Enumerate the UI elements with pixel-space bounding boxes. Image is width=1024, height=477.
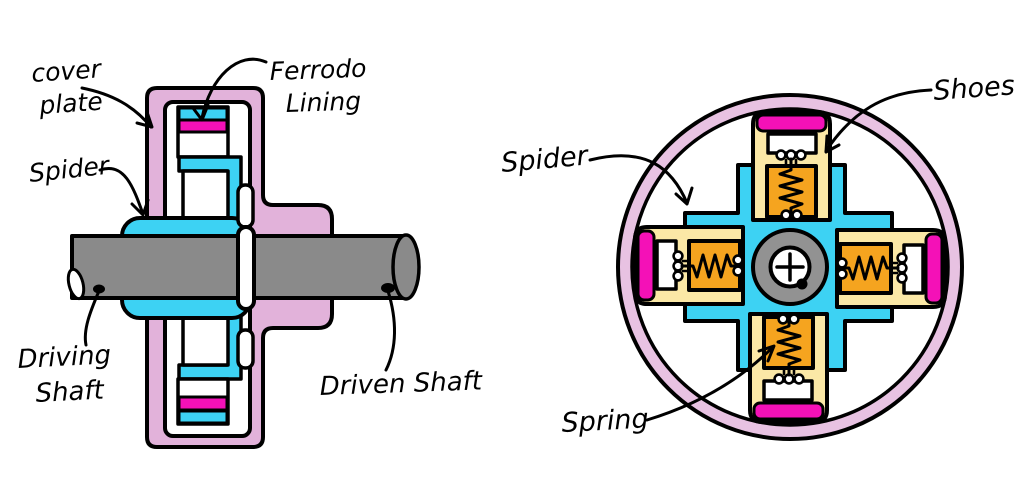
shaft-end-curl: [66, 267, 86, 301]
label-ferrodo-2: Lining: [285, 86, 361, 118]
driven-shaft-end: [391, 233, 421, 301]
shoe-guide-top: [181, 169, 230, 223]
shoe-band-cyan-bottom: [177, 409, 229, 425]
label-shoes: Shoes: [932, 70, 1015, 107]
front-view: Spider Shoes Spring: [500, 70, 1016, 441]
shoe-top: [751, 110, 832, 222]
leader-dot-driving: [93, 284, 105, 294]
hub-center-mark: [775, 252, 805, 282]
leader-driving-shaft: [83, 289, 101, 347]
label-cover-plate-2: plate: [37, 87, 103, 120]
ferrodo-lining-band-bottom: [177, 395, 229, 412]
label-cover-plate-1: cover: [30, 54, 103, 88]
clearance-slot-bottom: [236, 328, 255, 370]
arrow-shoes: [824, 88, 933, 154]
side-view: cover plate Ferrodo Lining Spider Drivin…: [17, 54, 483, 449]
leader-driven-shaft: [384, 289, 396, 372]
shoe-right: [835, 228, 947, 309]
label-driving-shaft-1: Driving: [17, 340, 112, 375]
clearance-slot-top: [236, 183, 255, 229]
label-spring: Spring: [561, 403, 650, 439]
arrow-cover-plate: [80, 86, 154, 129]
label-spider-front: Spider: [500, 140, 591, 179]
hub-key-dot: [796, 278, 808, 290]
key-pin: [236, 225, 256, 311]
label-ferrodo-1: Ferrodo: [269, 54, 367, 86]
ferrodo-lining-band-top: [177, 118, 229, 134]
arrow-spider-side: [98, 166, 150, 217]
arrow-spring: [645, 344, 776, 422]
label-driven-shaft: Driven Shaft: [319, 366, 483, 402]
label-driving-shaft-2: Shaft: [35, 375, 106, 409]
shoe-guide-bottom: [181, 313, 230, 367]
leader-dot-driven: [381, 283, 395, 293]
shoe-left: [633, 225, 745, 306]
arrow-ferrodo-lining: [191, 57, 268, 122]
shoe-bottom: [748, 312, 829, 424]
arrow-spider-front: [588, 154, 694, 206]
